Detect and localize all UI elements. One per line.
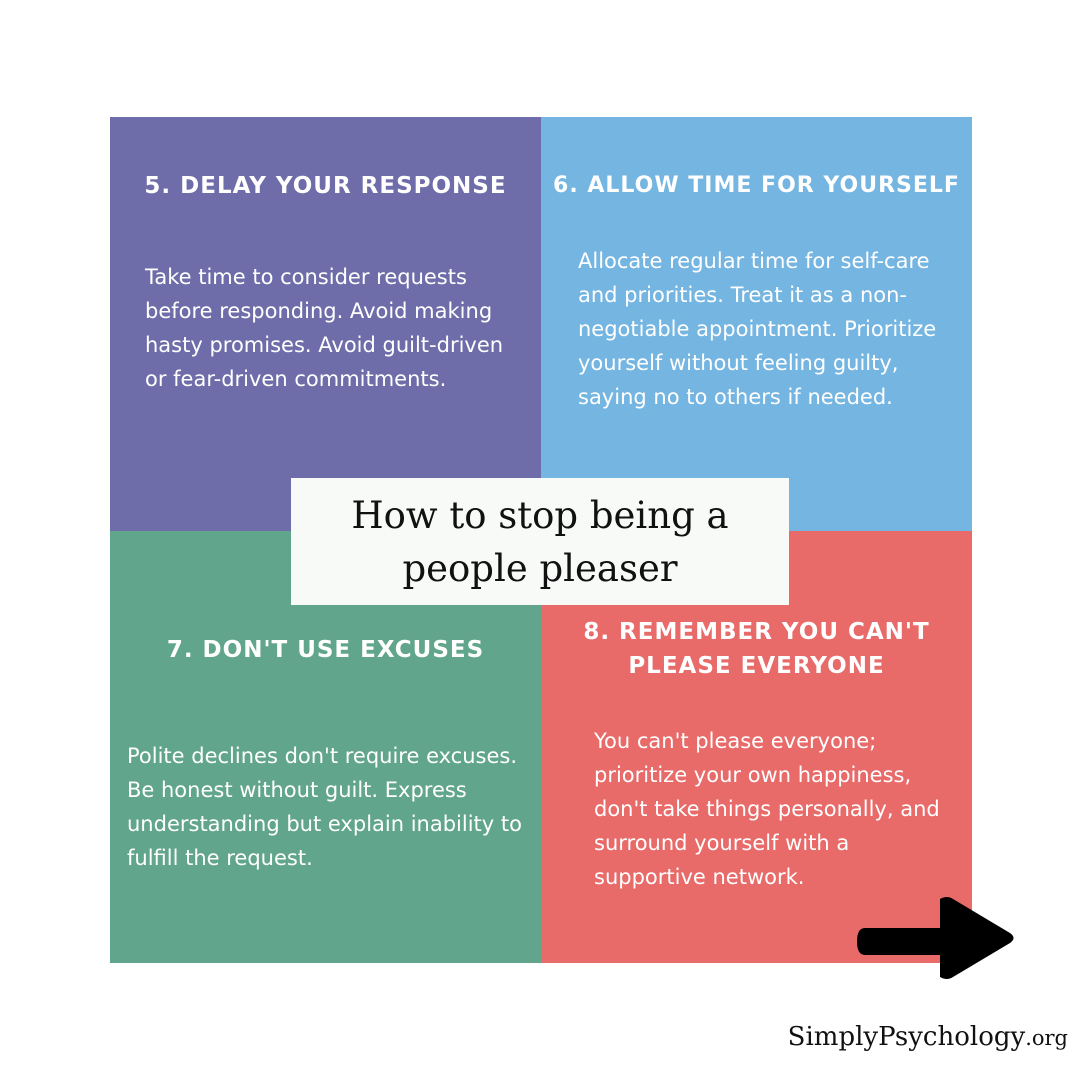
brand-tld: .org [1025,1026,1068,1050]
right-arrow-icon[interactable] [855,893,1017,983]
infographic-title: How to stop being a people pleaser [291,478,789,605]
tip-6-heading: 6. Allow time for yourself [553,173,960,198]
tip-7-heading: 7. Don't use excuses [166,637,485,663]
tip-5-body: Take time to consider requests before re… [145,265,504,391]
tip-7-body: Polite declines don't require excuses. B… [127,744,522,870]
tip-5-tile: 5. Delay your response Take time to cons… [110,117,541,531]
tip-8-heading: 8. Remember you can't please everyone [583,619,930,679]
tip-6-tile: 6. Allow time for yourself Allocate regu… [541,117,972,531]
brand-watermark: SimplyPsychology.org [788,1022,1068,1052]
tip-8-body: You can't please everyone; prioritize yo… [594,729,940,889]
tip-6-body: Allocate regular time for self-care and … [578,249,937,409]
tip-5-heading: 5. Delay your response [144,173,507,199]
brand-name: SimplyPsychology [787,1022,1026,1052]
